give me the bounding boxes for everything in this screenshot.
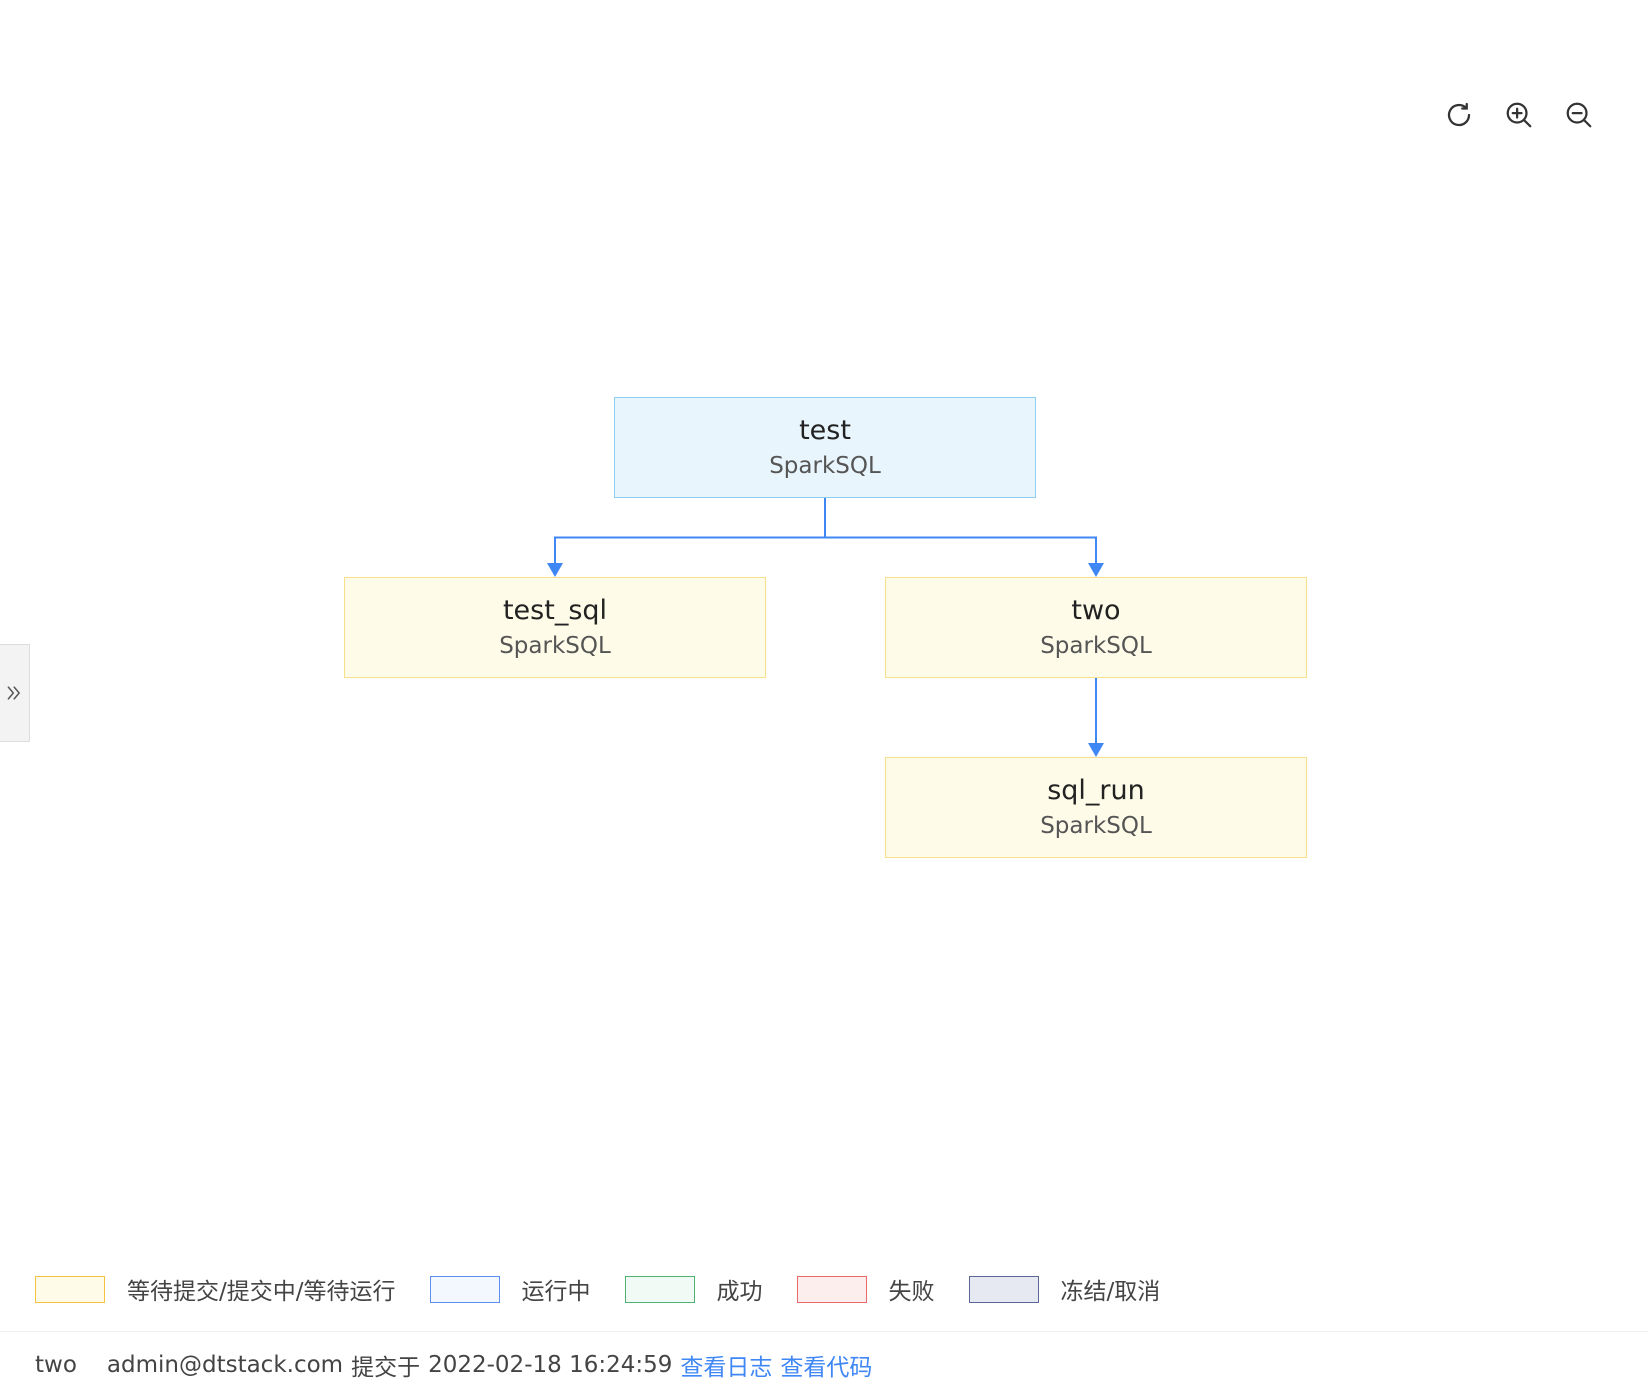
submitted-label: 提交于 bbox=[351, 1355, 421, 1381]
legend-swatch bbox=[429, 1275, 500, 1303]
selected-task-name: two bbox=[35, 1352, 77, 1378]
dag-edge-arrow bbox=[1088, 563, 1104, 577]
dag-edge-arrow bbox=[1088, 743, 1104, 757]
zoom-in-icon bbox=[1506, 102, 1532, 128]
legend-swatch bbox=[968, 1275, 1039, 1303]
task-node-sql-run[interactable]: sql_run SparkSQL bbox=[885, 757, 1307, 858]
legend-item-failed: 失败 bbox=[796, 1272, 935, 1306]
legend-swatch bbox=[35, 1275, 105, 1303]
legend-label: 等待提交/提交中/等待运行 bbox=[127, 1279, 396, 1305]
view-code-link[interactable]: 查看代码 bbox=[780, 1355, 873, 1381]
view-log-link[interactable]: 查看日志 bbox=[680, 1355, 773, 1381]
dag-edge-arrow bbox=[547, 563, 563, 577]
task-node-test-sql[interactable]: test_sql SparkSQL bbox=[344, 577, 766, 678]
node-type: SparkSQL bbox=[1040, 632, 1152, 659]
node-name: two bbox=[1071, 594, 1121, 626]
legend-item-waiting: 等待提交/提交中/等待运行 bbox=[35, 1272, 396, 1306]
legend-swatch bbox=[624, 1275, 695, 1303]
legend-label: 冻结/取消 bbox=[1060, 1279, 1161, 1305]
legend-item-success: 成功 bbox=[624, 1272, 763, 1306]
legend-swatch bbox=[796, 1275, 867, 1303]
node-name: sql_run bbox=[1047, 774, 1145, 806]
legend-item-running: 运行中 bbox=[429, 1272, 591, 1306]
refresh-button[interactable] bbox=[1444, 100, 1474, 130]
sidebar-expand-button[interactable] bbox=[0, 644, 30, 742]
dag-edges bbox=[547, 498, 1104, 757]
node-name: test bbox=[799, 414, 851, 446]
node-type: SparkSQL bbox=[1040, 812, 1152, 839]
refresh-icon bbox=[1447, 102, 1471, 127]
zoom-in-button[interactable] bbox=[1504, 100, 1534, 130]
double-chevron-right-icon bbox=[7, 686, 20, 700]
node-name: test_sql bbox=[502, 594, 608, 626]
status-legend: 等待提交/提交中/等待运行 运行中 成功 失败 冻结/取消 bbox=[35, 1272, 1194, 1306]
legend-label: 失败 bbox=[888, 1279, 935, 1305]
zoom-out-button[interactable] bbox=[1564, 100, 1594, 130]
graph-toolbar bbox=[1444, 100, 1594, 130]
legend-label: 成功 bbox=[716, 1279, 763, 1305]
dag-edge bbox=[824, 498, 1097, 565]
legend-item-frozen: 冻结/取消 bbox=[968, 1272, 1161, 1306]
zoom-out-icon bbox=[1566, 102, 1592, 128]
dag-edge bbox=[554, 498, 826, 565]
legend-label: 运行中 bbox=[521, 1279, 591, 1305]
dag-canvas[interactable]: test SparkSQL test_sql SparkSQL two Spar… bbox=[0, 0, 1648, 1200]
submitter-email: admin@dtstack.com bbox=[106, 1352, 344, 1378]
submitted-time: 2022-02-18 16:24:59 bbox=[428, 1352, 673, 1378]
node-type: SparkSQL bbox=[499, 632, 611, 659]
node-type: SparkSQL bbox=[769, 452, 881, 479]
footer-divider bbox=[0, 1331, 1648, 1332]
task-node-test[interactable]: test SparkSQL bbox=[614, 397, 1036, 498]
task-node-two[interactable]: two SparkSQL bbox=[885, 577, 1307, 678]
task-info-footer: two admin@dtstack.com 提交于 2022-02-18 16:… bbox=[35, 1348, 872, 1382]
